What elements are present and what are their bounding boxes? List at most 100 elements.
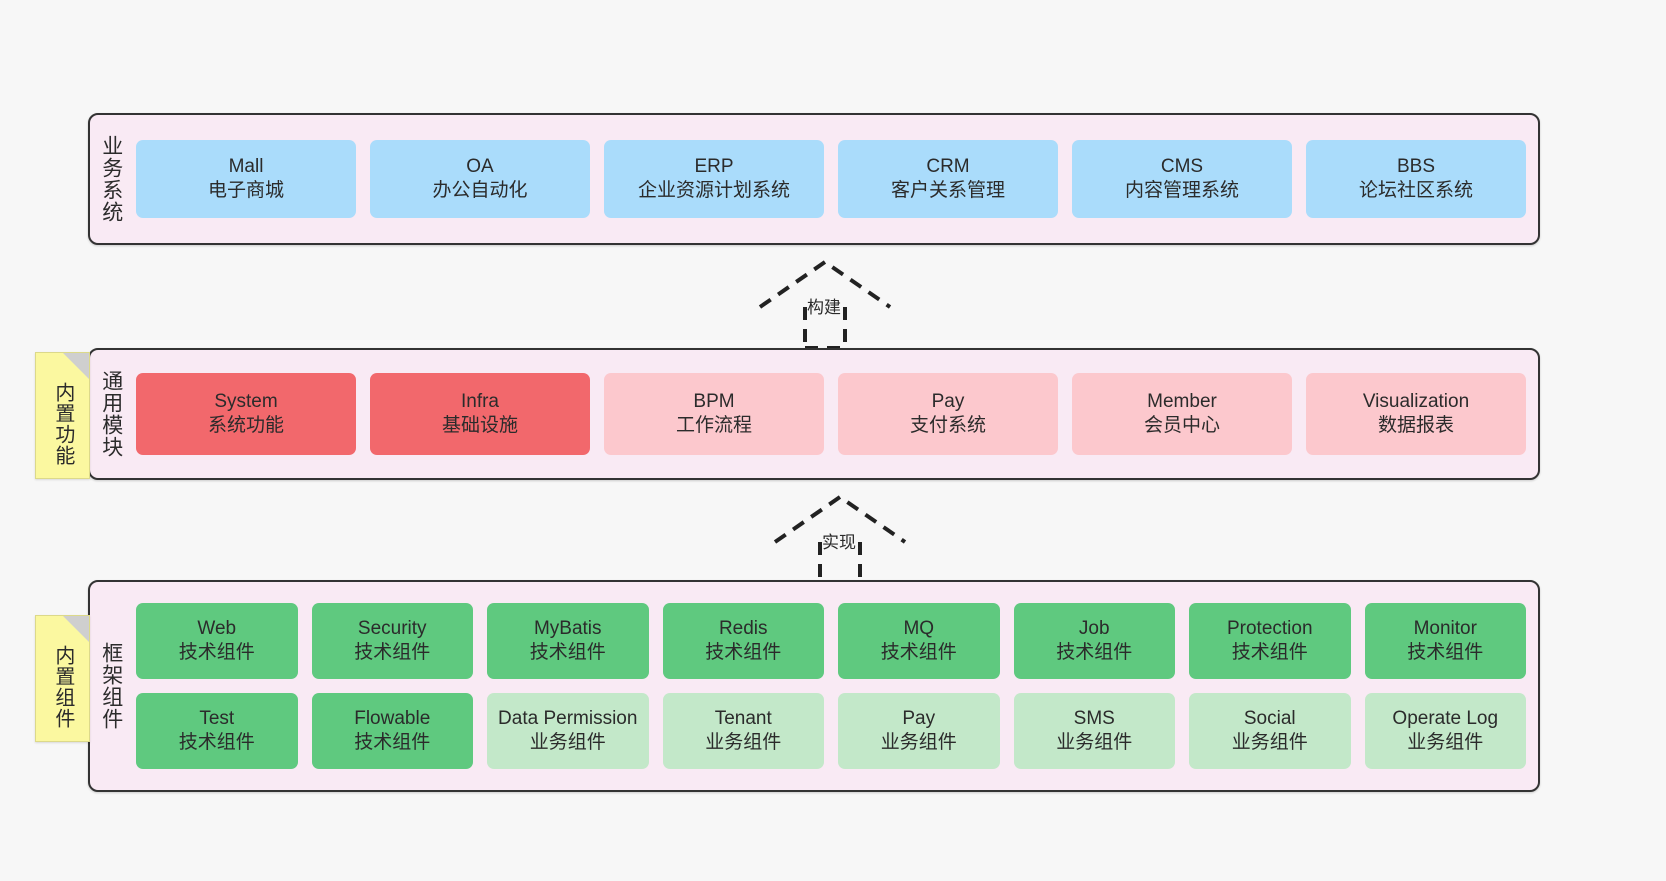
card-erp-title: ERP xyxy=(694,156,734,178)
card-sms[interactable]: SMS 业务组件 xyxy=(1013,693,1175,769)
build-arrow-icon xyxy=(758,259,892,350)
layer-body-common-modules: System 系统功能 Infra 基础设施 BPM 工作流程 Pay 支付系统… xyxy=(132,350,1538,478)
card-visualization-title: Visualization xyxy=(1362,391,1470,413)
implement-connector: 实现 xyxy=(760,487,940,587)
card-cms[interactable]: CMS 内容管理系统 xyxy=(1072,140,1292,218)
card-member[interactable]: Member 会员中心 xyxy=(1072,373,1292,455)
layer-common-modules: 通用模块 System 系统功能 Infra 基础设施 BPM 工作流程 Pay… xyxy=(88,348,1540,480)
card-tenant-subtitle: 业务组件 xyxy=(705,732,782,753)
card-operate-log[interactable]: Operate Log 业务组件 xyxy=(1364,693,1526,769)
card-test-title: Test xyxy=(199,708,235,730)
card-visualization-subtitle: 数据报表 xyxy=(1377,415,1454,436)
builtin-features-note-label: 内置功能 xyxy=(51,381,74,466)
card-mq-subtitle: 技术组件 xyxy=(880,642,957,663)
card-mybatis-title: MyBatis xyxy=(533,618,602,640)
card-pay-module-subtitle: 支付系统 xyxy=(909,415,986,436)
note-fold-corner-icon xyxy=(63,616,89,642)
card-mq[interactable]: MQ 技术组件 xyxy=(838,603,1000,679)
layer-title-common-modules: 通用模块 xyxy=(99,370,123,458)
layer-title-business-systems: 业务系统 xyxy=(99,135,123,223)
card-member-title: Member xyxy=(1147,391,1217,413)
builtin-components-note: 内置组件 xyxy=(35,615,90,742)
builtin-features-note: 内置功能 xyxy=(35,352,90,479)
card-redis[interactable]: Redis 技术组件 xyxy=(662,603,824,679)
note-fold-corner-icon xyxy=(63,353,89,379)
card-pay-module-title: Pay xyxy=(931,391,965,413)
card-web[interactable]: Web 技术组件 xyxy=(136,603,298,679)
card-test[interactable]: Test 技术组件 xyxy=(136,693,298,769)
card-cms-title: CMS xyxy=(1160,156,1204,178)
layer-business-systems: 业务系统 Mall 电子商城 OA 办公自动化 ERP 企业资源计划系统 CRM… xyxy=(88,113,1540,245)
layer-body-business-systems: Mall 电子商城 OA 办公自动化 ERP 企业资源计划系统 CRM 客户关系… xyxy=(132,115,1538,243)
card-job-subtitle: 技术组件 xyxy=(1056,642,1133,663)
card-infra-title: Infra xyxy=(460,391,500,413)
card-oa[interactable]: OA 办公自动化 xyxy=(370,140,590,218)
card-security-subtitle: 技术组件 xyxy=(354,642,431,663)
card-mall-subtitle: 电子商城 xyxy=(207,180,284,201)
card-test-subtitle: 技术组件 xyxy=(178,732,255,753)
framework-row-business: Test 技术组件 Flowable 技术组件 Data Permission … xyxy=(136,693,1526,769)
card-pay-module[interactable]: Pay 支付系统 xyxy=(838,373,1058,455)
layer-body-framework-components: Web 技术组件 Security 技术组件 MyBatis 技术组件 Redi… xyxy=(132,582,1538,790)
framework-row-technical: Web 技术组件 Security 技术组件 MyBatis 技术组件 Redi… xyxy=(136,603,1526,679)
card-operate-log-subtitle: 业务组件 xyxy=(1407,732,1484,753)
card-social-title: Social xyxy=(1243,708,1296,730)
card-oa-subtitle: 办公自动化 xyxy=(432,180,528,201)
card-security[interactable]: Security 技术组件 xyxy=(311,603,473,679)
card-erp-subtitle: 企业资源计划系统 xyxy=(637,180,790,201)
build-connector: 构建 xyxy=(745,252,925,352)
card-mall[interactable]: Mall 电子商城 xyxy=(136,140,356,218)
card-member-subtitle: 会员中心 xyxy=(1143,415,1220,436)
card-protection[interactable]: Protection 技术组件 xyxy=(1189,603,1351,679)
card-bpm-subtitle: 工作流程 xyxy=(675,415,752,436)
card-cms-subtitle: 内容管理系统 xyxy=(1124,180,1239,201)
card-web-title: Web xyxy=(197,618,237,640)
card-visualization[interactable]: Visualization 数据报表 xyxy=(1306,373,1526,455)
card-flowable[interactable]: Flowable 技术组件 xyxy=(311,693,473,769)
card-pay-component[interactable]: Pay 业务组件 xyxy=(838,693,1000,769)
card-flowable-subtitle: 技术组件 xyxy=(354,732,431,753)
implement-arrow-icon xyxy=(773,494,907,585)
card-bpm[interactable]: BPM 工作流程 xyxy=(604,373,824,455)
card-mybatis[interactable]: MyBatis 技术组件 xyxy=(487,603,649,679)
card-sms-title: SMS xyxy=(1073,708,1115,730)
card-monitor[interactable]: Monitor 技术组件 xyxy=(1364,603,1526,679)
card-sms-subtitle: 业务组件 xyxy=(1056,732,1133,753)
card-monitor-subtitle: 技术组件 xyxy=(1407,642,1484,663)
card-pay-component-subtitle: 业务组件 xyxy=(880,732,957,753)
layer-title-framework-components: 框架组件 xyxy=(99,642,123,730)
card-job-title: Job xyxy=(1078,618,1110,640)
card-oa-title: OA xyxy=(466,156,494,178)
card-crm-title: CRM xyxy=(926,156,970,178)
card-infra[interactable]: Infra 基础设施 xyxy=(370,373,590,455)
card-tenant[interactable]: Tenant 业务组件 xyxy=(662,693,824,769)
card-bbs[interactable]: BBS 论坛社区系统 xyxy=(1306,140,1526,218)
card-bpm-title: BPM xyxy=(693,391,735,413)
card-protection-subtitle: 技术组件 xyxy=(1231,642,1308,663)
card-protection-title: Protection xyxy=(1226,618,1313,640)
card-redis-subtitle: 技术组件 xyxy=(705,642,782,663)
card-redis-title: Redis xyxy=(718,618,768,640)
card-monitor-title: Monitor xyxy=(1413,618,1477,640)
card-crm[interactable]: CRM 客户关系管理 xyxy=(838,140,1058,218)
card-erp[interactable]: ERP 企业资源计划系统 xyxy=(604,140,824,218)
card-mq-title: MQ xyxy=(903,618,935,640)
implement-connector-label: 实现 xyxy=(822,533,856,552)
card-job[interactable]: Job 技术组件 xyxy=(1013,603,1175,679)
card-mall-title: Mall xyxy=(228,156,264,178)
card-mybatis-subtitle: 技术组件 xyxy=(529,642,606,663)
card-bbs-subtitle: 论坛社区系统 xyxy=(1358,180,1473,201)
card-social[interactable]: Social 业务组件 xyxy=(1189,693,1351,769)
card-system-title: System xyxy=(214,391,278,413)
card-flowable-title: Flowable xyxy=(354,708,431,730)
card-pay-component-title: Pay xyxy=(902,708,936,730)
card-bbs-title: BBS xyxy=(1396,156,1436,178)
card-data-permission-title: Data Permission xyxy=(498,708,638,730)
card-operate-log-title: Operate Log xyxy=(1392,708,1499,730)
card-infra-subtitle: 基础设施 xyxy=(441,415,518,436)
card-data-permission[interactable]: Data Permission 业务组件 xyxy=(487,693,649,769)
build-connector-label: 构建 xyxy=(807,298,841,317)
card-system[interactable]: System 系统功能 xyxy=(136,373,356,455)
card-data-permission-subtitle: 业务组件 xyxy=(529,732,606,753)
